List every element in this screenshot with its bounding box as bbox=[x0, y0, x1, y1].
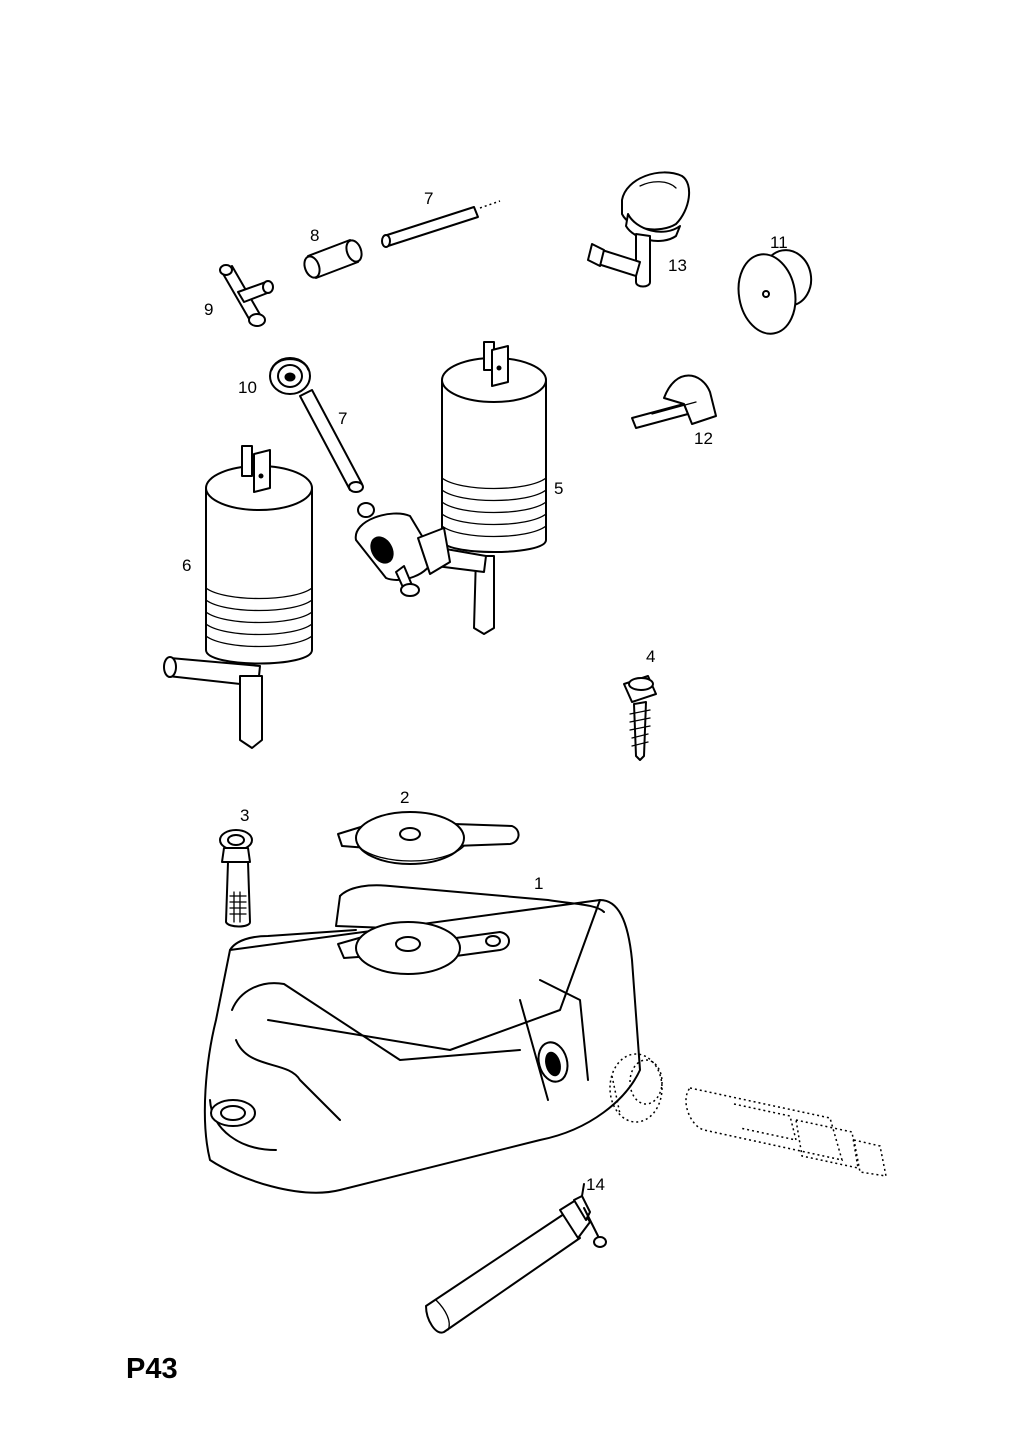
label-part-7-top: 7 bbox=[424, 189, 433, 208]
part-11-grommet bbox=[737, 249, 813, 335]
part-10-grommet bbox=[269, 357, 311, 395]
part-12-clip bbox=[631, 374, 717, 429]
part-5-washer-pump bbox=[435, 341, 547, 635]
part-7-hose-middle bbox=[299, 389, 364, 493]
part-2-sealing-cap bbox=[337, 811, 520, 865]
label-part-14: 14 bbox=[586, 1175, 605, 1194]
label-part-2: 2 bbox=[400, 788, 409, 807]
pump-connector-valve bbox=[354, 502, 451, 597]
label-part-8: 8 bbox=[310, 226, 319, 245]
part-4-screw bbox=[623, 675, 657, 761]
part-3-strainer bbox=[219, 829, 253, 928]
label-part-6: 6 bbox=[182, 556, 191, 575]
part-7-hose-top bbox=[381, 200, 501, 248]
label-part-10: 10 bbox=[238, 378, 257, 397]
label-part-3: 3 bbox=[240, 806, 249, 825]
label-part-11: 11 bbox=[770, 233, 788, 252]
page-code: P43 bbox=[126, 1353, 178, 1385]
label-part-9: 9 bbox=[204, 300, 213, 319]
label-part-7-middle: 7 bbox=[338, 409, 347, 428]
label-part-12: 12 bbox=[694, 429, 713, 448]
part-9-t-connector bbox=[219, 264, 274, 327]
part-8-sleeve bbox=[303, 239, 363, 279]
part-6-washer-pump bbox=[163, 445, 313, 749]
label-part-1: 1 bbox=[534, 874, 543, 893]
part-13-washer-nozzle bbox=[587, 171, 691, 288]
part-14-level-sensor bbox=[425, 1183, 607, 1334]
part-1-fluid-reservoir bbox=[203, 884, 641, 1194]
label-part-4: 4 bbox=[646, 647, 655, 666]
label-part-5: 5 bbox=[554, 479, 563, 498]
label-part-13: 13 bbox=[668, 256, 687, 275]
level-sensor-hidden bbox=[609, 1053, 887, 1177]
